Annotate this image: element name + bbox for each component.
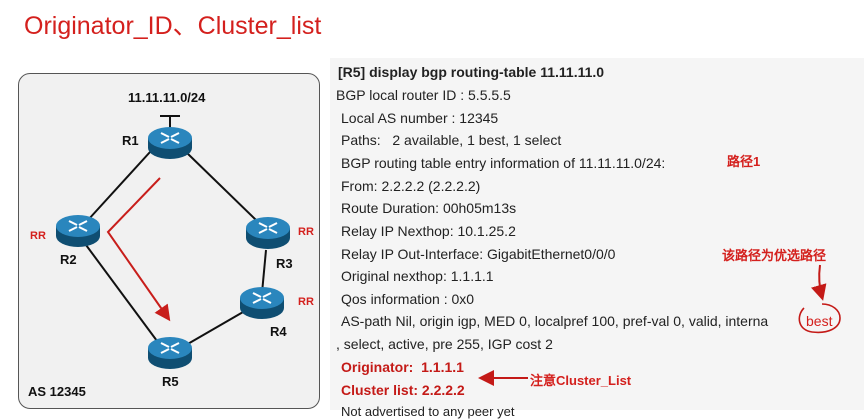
originator-line: Originator: 1.1.1.1 (341, 359, 464, 375)
router-icon (240, 287, 284, 319)
rr-label-r4: RR (298, 296, 314, 308)
cli-line: Local AS number : 12345 (341, 110, 499, 126)
cli-line: BGP local router ID : 5.5.5.5 (336, 87, 511, 103)
cli-line: From: 2.2.2.2 (2.2.2.2) (341, 178, 481, 194)
topology-diagram (56, 115, 290, 369)
cli-line: AS-path Nil, origin igp, MED 0, localpre… (341, 313, 769, 329)
router-icon (148, 127, 192, 159)
rr-label-r3: RR (298, 226, 314, 238)
cluster-list-line: Cluster list: 2.2.2.2 (341, 382, 465, 398)
router-label-r1: R1 (122, 133, 139, 148)
cli-command-line: [R5] display bgp routing-table 11.11.11.… (338, 64, 605, 80)
link-r2-r5 (85, 244, 161, 346)
path-arrow (106, 177, 171, 322)
as-label: AS 12345 (28, 384, 86, 399)
cli-line: Original nexthop: 1.1.1.1 (341, 268, 494, 284)
router-icon (246, 217, 290, 249)
cli-line: , select, active, pre 255, IGP cost 2 (336, 336, 553, 352)
slide-title: Originator_ID、Cluster_list (24, 12, 322, 40)
annotation-path1: 路径1 (727, 154, 761, 169)
link-r1-r2 (87, 151, 151, 221)
router-label-r3: R3 (276, 256, 293, 271)
prefix-label: 11.11.11.0/24 (128, 90, 206, 105)
annotation-preferred-path: 该路径为优选路径 (722, 248, 827, 263)
cli-line: Not advertised to any peer yet (341, 404, 515, 419)
link-r4-r5 (185, 307, 251, 346)
cli-line: Qos information : 0x0 (341, 291, 475, 307)
router-label-r2: R2 (60, 252, 77, 267)
cli-line: Paths: 2 available, 1 best, 1 select (341, 132, 562, 148)
cli-line: Route Duration: 00h05m13s (341, 200, 517, 216)
cli-output-panel (330, 58, 864, 410)
annotation-cluster-list: 注意Cluster_List (530, 373, 632, 388)
router-icon (56, 215, 100, 247)
rr-label-r2: RR (30, 230, 46, 242)
router-label-r4: R4 (270, 324, 287, 339)
router-icon (148, 337, 192, 369)
cli-line: Relay IP Out-Interface: GigabitEthernet0… (341, 246, 616, 262)
cli-line: Relay IP Nexthop: 10.1.25.2 (341, 223, 516, 239)
best-label: best (806, 313, 833, 329)
router-label-r5: R5 (162, 374, 179, 389)
cli-line: BGP routing table entry information of 1… (341, 155, 666, 171)
link-r3-r4 (261, 249, 267, 294)
link-r1-r3 (185, 151, 257, 221)
